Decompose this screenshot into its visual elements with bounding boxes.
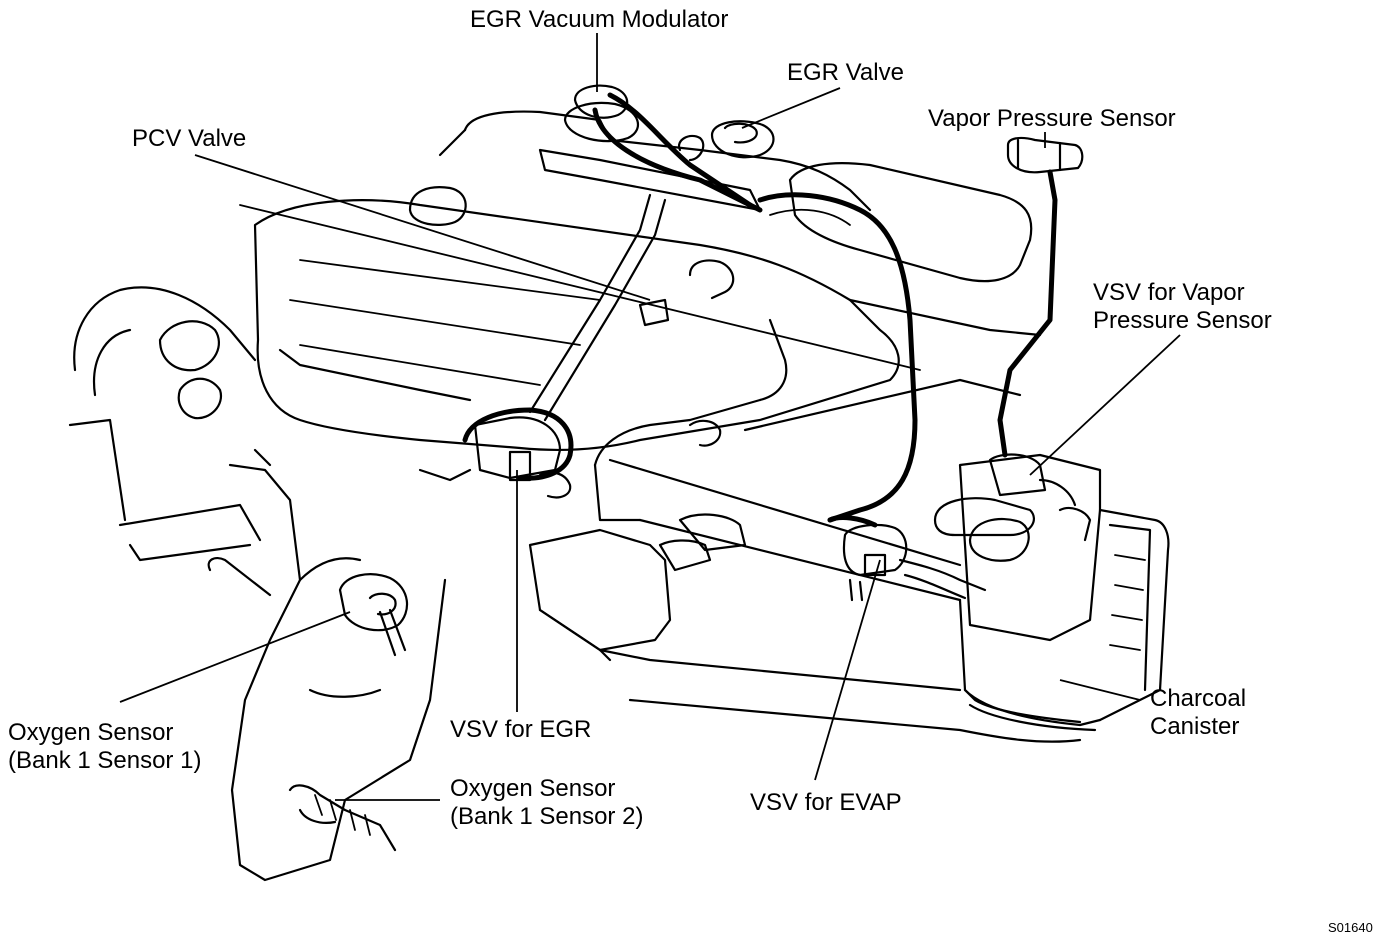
labels: EGR Vacuum Modulator EGR Valve PCV Valve… xyxy=(8,6,1373,935)
label-egr-valve: EGR Valve xyxy=(787,59,904,86)
label-charcoal-line1: Charcoal xyxy=(1150,685,1246,712)
leader-lines xyxy=(119,33,1181,801)
label-vsv-vapor-line2: Pressure Sensor xyxy=(1093,307,1272,334)
label-vsv-vapor-line1: VSV for Vapor xyxy=(1093,279,1245,306)
figure-code: S01640 xyxy=(1328,920,1373,935)
label-oxygen-sensor-2-line2: (Bank 1 Sensor 2) xyxy=(450,803,643,830)
label-oxygen-sensor-2-line1: Oxygen Sensor xyxy=(450,775,615,802)
engine-drawing xyxy=(68,84,1170,882)
label-vapor-pressure-sensor: Vapor Pressure Sensor xyxy=(928,105,1176,132)
label-vsv-egr: VSV for EGR xyxy=(450,716,591,743)
label-charcoal-line2: Canister xyxy=(1150,713,1239,740)
label-pcv-valve: PCV Valve xyxy=(132,125,246,152)
label-oxygen-sensor-1-line2: (Bank 1 Sensor 1) xyxy=(8,747,201,774)
label-vsv-evap: VSV for EVAP xyxy=(750,789,902,816)
label-oxygen-sensor-1-line1: Oxygen Sensor xyxy=(8,719,173,746)
label-egr-vacuum-modulator: EGR Vacuum Modulator xyxy=(470,6,728,33)
